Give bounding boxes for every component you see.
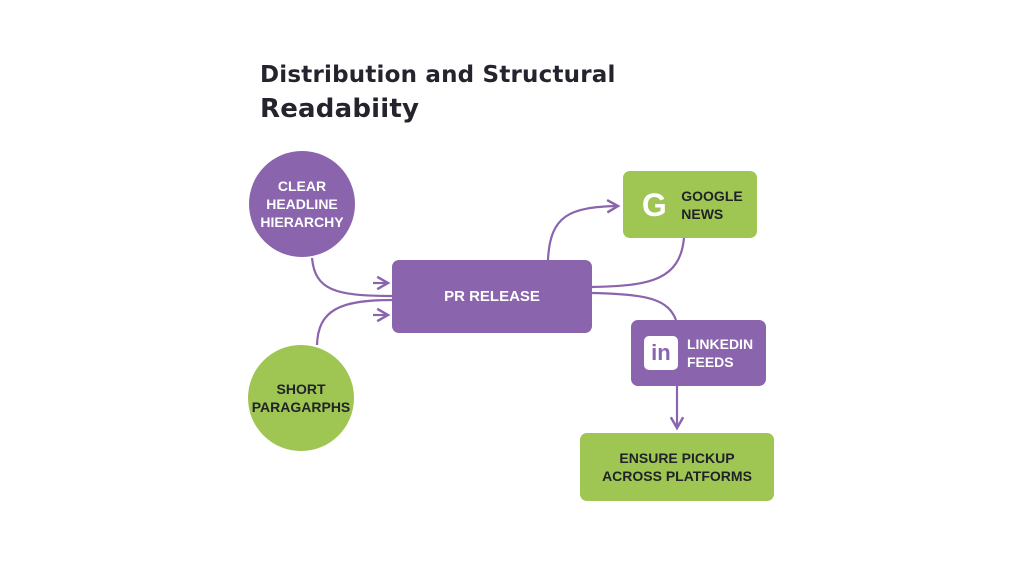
node-label: ENSURE PICKUP	[619, 450, 735, 466]
linkedin-icon: in	[643, 336, 678, 370]
node-label: GOOGLE	[681, 187, 743, 204]
node-label: FEEDS	[686, 354, 734, 370]
node-label: PR RELEASE	[444, 287, 540, 305]
node-label: PARAGARPHS	[251, 399, 351, 415]
connector-pr-to-google	[546, 198, 621, 261]
node-pr-release: PR RELEASE	[392, 260, 592, 333]
title-line-1: Distribution and Structural	[260, 62, 616, 88]
node-label: CLEAR	[277, 178, 327, 194]
connector-google-to-pr	[591, 237, 686, 289]
connector-paragraphs-to-pr	[315, 298, 393, 346]
node-label: ACROSS PLATFORMS	[602, 468, 752, 484]
node-short-paragraphs: SHORT PARAGARPHS	[248, 345, 354, 451]
node-ensure-pickup: ENSURE PICKUP ACROSS PLATFORMS	[580, 433, 774, 501]
connector-pr-to-linkedin	[591, 291, 678, 321]
title-line-2: Readabiity	[260, 94, 420, 124]
node-label: HIERARCHY	[260, 214, 344, 230]
node-label: LINKEDIN	[686, 336, 754, 352]
connector-headline-to-pr	[310, 257, 393, 298]
node-linkedin-feeds: in LINKEDIN FEEDS	[631, 320, 766, 386]
google-icon: G	[641, 186, 667, 223]
node-clear-headline-hierarchy: CLEAR HEADLINE HIERARCHY	[249, 151, 355, 257]
node-label: HEADLINE	[266, 196, 338, 212]
node-label: NEWS	[681, 205, 724, 222]
node-google-news: G GOOGLE NEWS	[623, 171, 757, 238]
diagram-title: Distribution and Structural Readabiity	[260, 58, 616, 126]
node-label: SHORT	[276, 381, 326, 397]
